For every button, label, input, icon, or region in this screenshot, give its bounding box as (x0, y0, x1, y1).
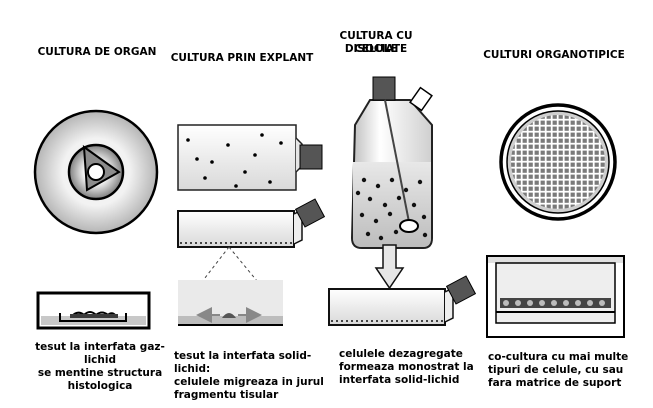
organotypic-insert-side-view (486, 255, 625, 338)
caption-line: celulele migreaza in jurul (174, 376, 324, 388)
caption-line: histologica (67, 380, 133, 392)
caption-line: formeaza monostrat la (339, 361, 474, 373)
explant-flask-top (177, 124, 323, 191)
spinner-bottle (350, 76, 433, 249)
caption-line: celulele dezagregate (339, 348, 463, 360)
caption-line: co-cultura cu mai multe (488, 351, 629, 363)
caption-organ-culture: tesut la interfata gaz-lichid se mentine… (20, 341, 180, 393)
organ-culture-dish-side-view (36, 291, 151, 330)
title-organ-culture: CULTURA DE ORGAN (37, 46, 157, 58)
caption-line: fara matrice de suport (488, 377, 622, 389)
caption-line: tipuri de celule, cu sau (488, 364, 624, 376)
monolayer-flask (328, 275, 477, 326)
caption-line: tesut la interfata gaz-lichid (35, 341, 165, 366)
explant-detail (178, 280, 283, 326)
caption-line: fragmentu tisular (174, 389, 279, 401)
caption-line: interfata solid-lichid (339, 374, 460, 386)
caption-explant-culture: tesut la interfata solid-lichid: celulel… (174, 350, 334, 402)
title-organotypic-culture: CULTURI ORGANOTIPICE (483, 49, 625, 61)
caption-dissociated-culture: celulele dezagregate formeaza monostrat … (339, 348, 474, 387)
title-explant-culture: CULTURA PRIN EXPLANT (170, 52, 314, 64)
title-dissociated-culture-line2: DISOCIATE (344, 43, 408, 55)
title-dissociated-culture-line1: CULTURA CU CELULE (339, 30, 413, 55)
caption-line: tesut la interfata solid-lichid: (174, 350, 312, 375)
down-arrow (374, 244, 405, 290)
explant-flask-bottom (177, 198, 326, 248)
caption-organotypic-culture: co-cultura cu mai multe tipuri de celule… (488, 351, 648, 390)
caption-line: se mentine structura (37, 367, 163, 379)
organotypic-dish-top-view (499, 103, 617, 221)
organ-culture-dish-top-view (33, 109, 159, 235)
